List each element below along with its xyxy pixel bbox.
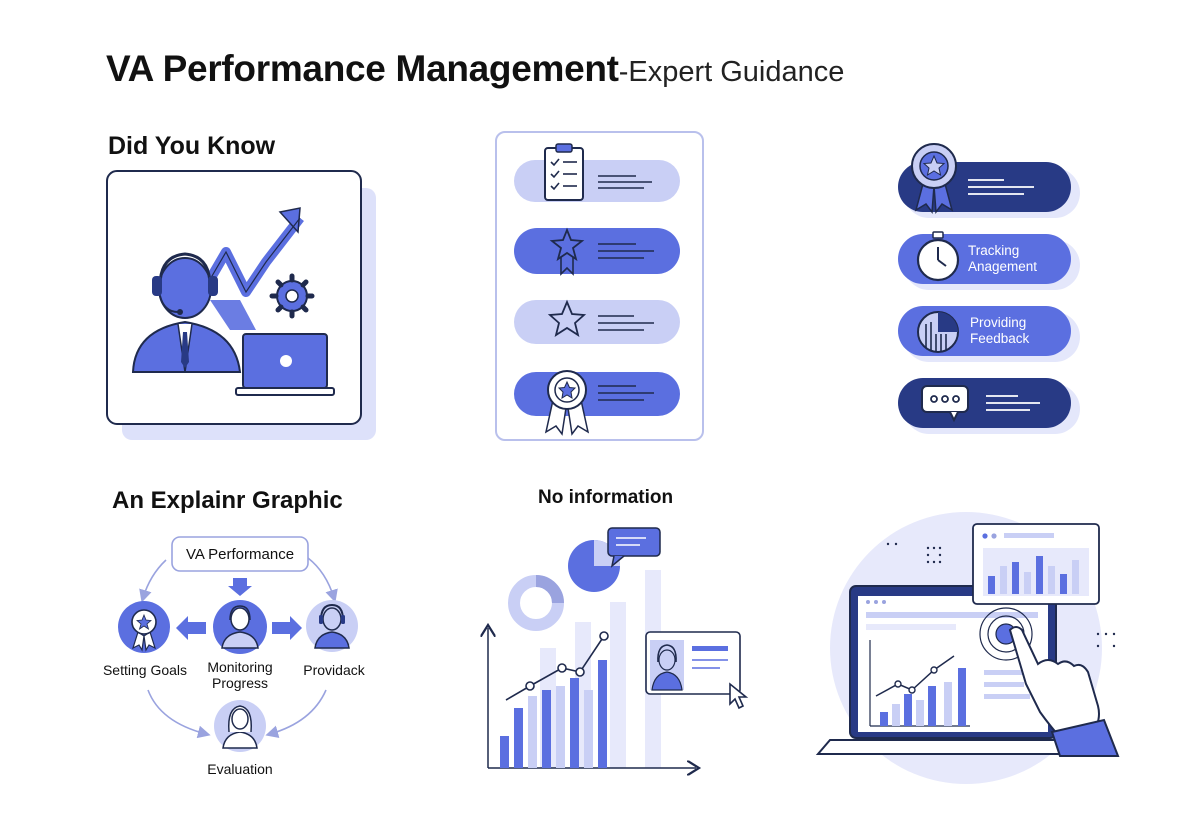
bar-series xyxy=(500,660,607,768)
left-arrow-icon xyxy=(176,616,206,640)
providack-node xyxy=(306,600,358,652)
star-ribbon-icon xyxy=(549,227,585,276)
trend-points xyxy=(525,631,609,691)
no-information-heading: No information xyxy=(538,487,674,508)
laptop-dashboard-illustration xyxy=(815,512,1120,784)
right-item-4 xyxy=(898,378,1080,434)
middle-item-2 xyxy=(514,227,680,276)
monitoring-label-line1: Monitoring xyxy=(207,659,272,675)
va-performance-box xyxy=(171,536,309,572)
providack-label: Providack xyxy=(303,662,365,678)
feedback-label-line2: Feedback xyxy=(970,331,1030,346)
down-arrow-icon xyxy=(228,578,252,596)
evaluation-label: Evaluation xyxy=(207,761,272,777)
feedback-label-line1: Providing xyxy=(970,315,1026,330)
award-ribbon-icon xyxy=(911,143,957,215)
explainer-cycle-diagram: VA Performance Setting Goals M xyxy=(103,536,366,777)
award-icon xyxy=(131,609,157,652)
pointing-hand-icon xyxy=(1008,626,1120,757)
right-item-1 xyxy=(898,143,1080,218)
floating-chart-window xyxy=(972,523,1100,605)
laptop-icon xyxy=(235,333,335,396)
did-you-know-card xyxy=(106,170,376,440)
evaluation-node xyxy=(214,700,266,752)
person-icon xyxy=(221,605,259,649)
clipboard-checklist-icon xyxy=(544,143,584,201)
right-item-2: Tracking Anagement xyxy=(898,231,1080,290)
middle-list-card xyxy=(495,131,704,441)
chat-bubble-icon xyxy=(607,527,661,568)
tracking-label-line1: Tracking xyxy=(968,243,1019,258)
monitoring-node xyxy=(213,600,267,654)
headset-person-icon xyxy=(314,603,350,649)
monitoring-label-line2: Progress xyxy=(212,675,268,691)
right-arrow-icon xyxy=(272,616,302,640)
explainer-heading: An Explainr Graphic xyxy=(112,487,343,514)
title-main: VA Performance Management xyxy=(106,48,619,89)
gear-icon xyxy=(269,273,315,319)
tracking-label-line2: Anagement xyxy=(968,259,1037,274)
woman-icon xyxy=(222,705,258,749)
stopwatch-icon xyxy=(916,231,960,282)
speech-bubble-icon xyxy=(921,385,969,423)
screen-bar-series xyxy=(880,668,966,726)
pie-chart-icon xyxy=(917,311,959,353)
award-badge-icon xyxy=(544,370,590,436)
va-performance-label: VA Performance xyxy=(186,546,294,563)
cursor-icon xyxy=(729,682,749,710)
setting-goals-label: Setting Goals xyxy=(103,662,187,678)
middle-item-4 xyxy=(514,370,680,436)
laptop-base xyxy=(815,739,1091,755)
did-you-know-heading: Did You Know xyxy=(108,132,276,160)
right-list: Tracking Anagement Providing Feedback xyxy=(898,143,1080,434)
donut-chart-icon xyxy=(508,575,564,631)
middle-item-3 xyxy=(514,299,680,344)
agent-headset-icon xyxy=(131,252,242,373)
page-title: VA Performance Management-Expert Guidanc… xyxy=(106,50,844,87)
profile-card xyxy=(645,631,741,695)
middle-item-1 xyxy=(514,143,680,202)
analytics-illustration xyxy=(488,527,749,768)
star-icon xyxy=(547,299,587,337)
decorative-dots xyxy=(886,542,1116,648)
trend-arrow-icon xyxy=(193,207,304,330)
title-suffix: -Expert Guidance xyxy=(618,56,845,88)
setting-goals-node xyxy=(118,601,170,653)
right-item-3: Providing Feedback xyxy=(898,306,1080,362)
